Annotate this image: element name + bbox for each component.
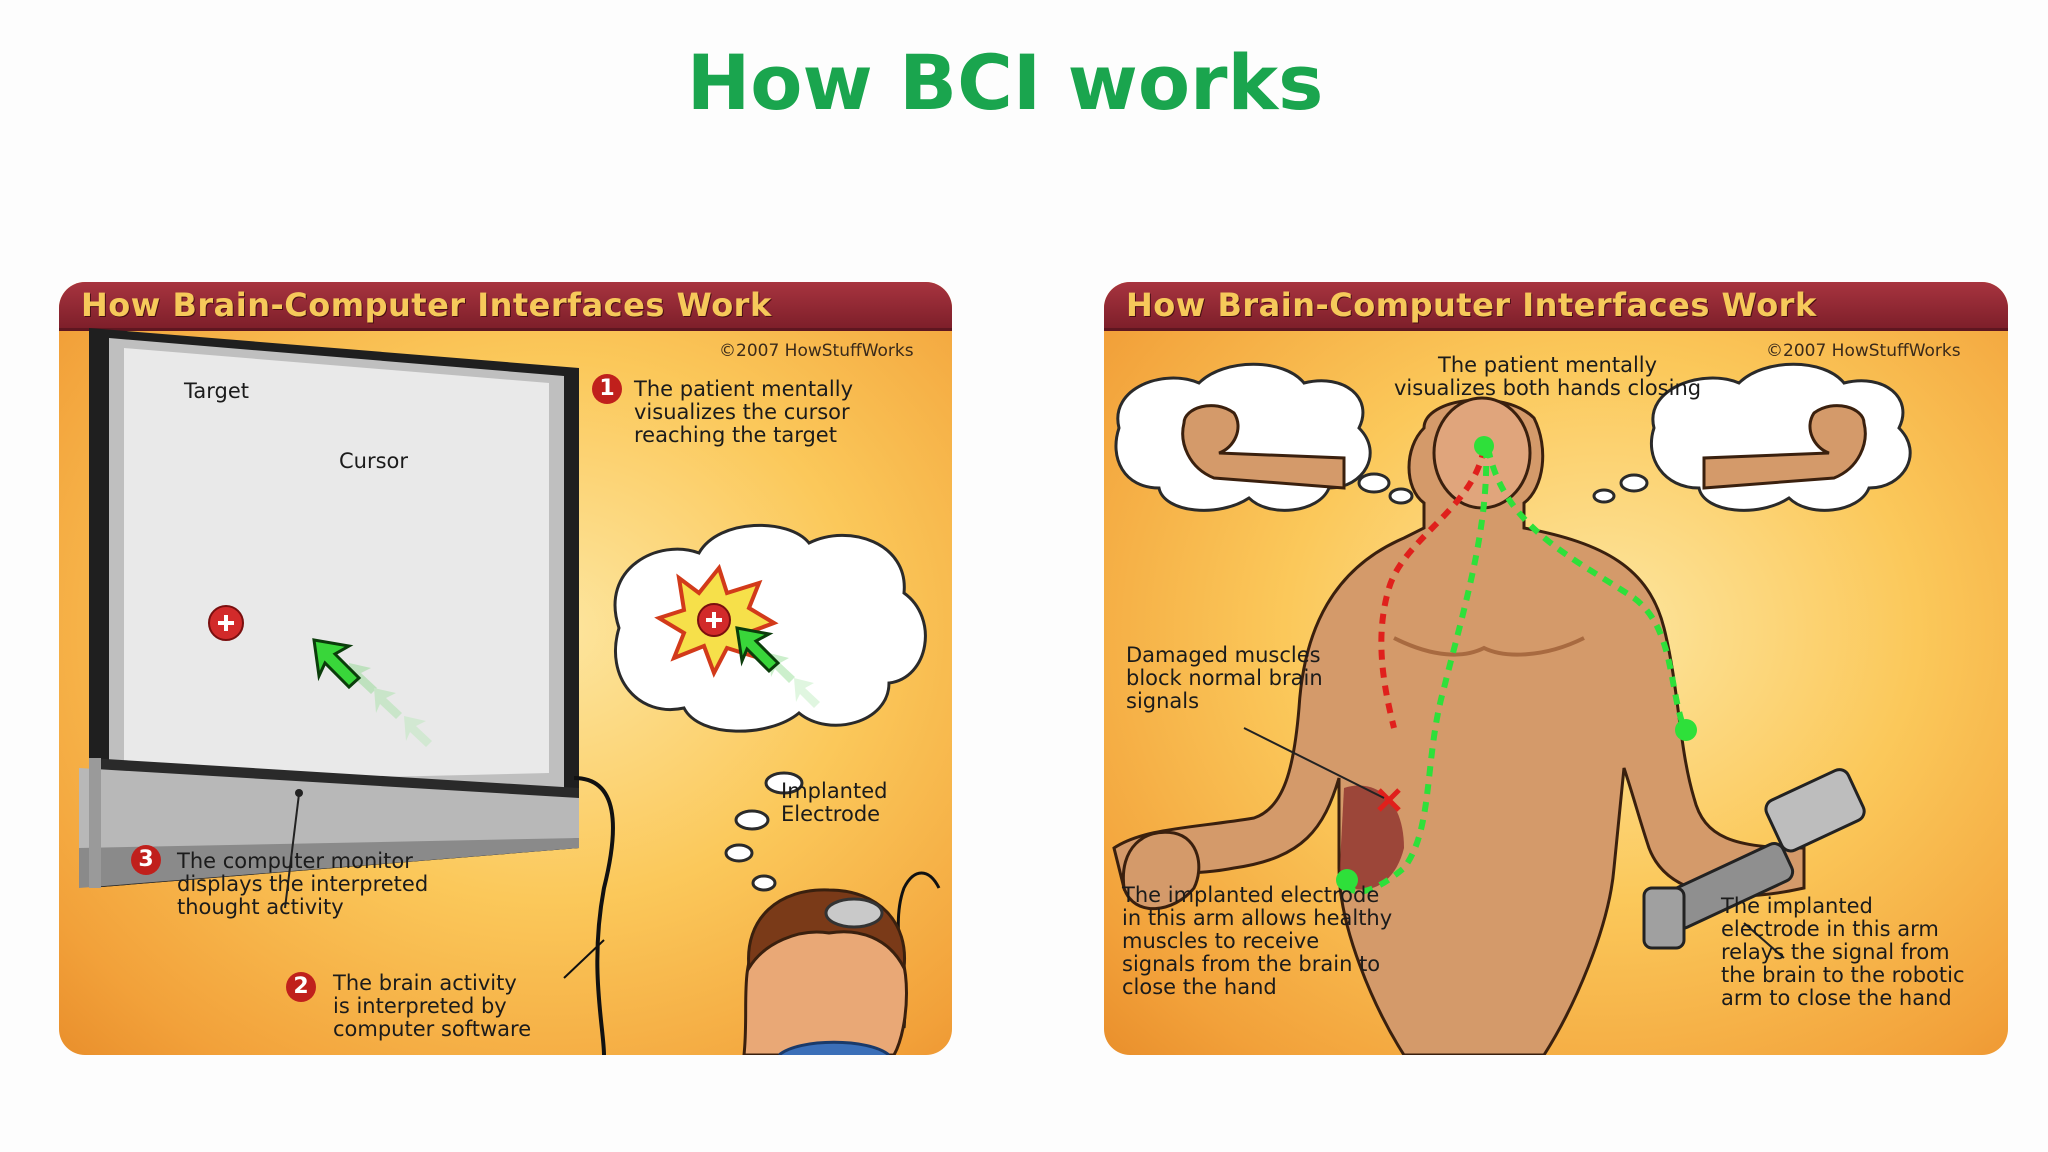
cursor-trail-icon [349, 663, 432, 747]
bci-arm-illustration: How Brain-Computer Interfaces Work [1104, 282, 2008, 1055]
visualize-text: The patient mentally visualizes both han… [1394, 353, 1702, 400]
monitor-icon [79, 328, 579, 888]
panel-banner: How Brain-Computer Interfaces Work [59, 282, 952, 331]
patient-head-icon [742, 888, 908, 1055]
brain-electrode-dot [1474, 436, 1494, 456]
copyright-text: ©2007 HowStuffWorks [1766, 341, 1961, 361]
bci-cursor-illustration: How Brain-Computer Interfaces Work [59, 282, 952, 1055]
right-electrode-text: The implanted electrode in this arm rela… [1721, 894, 1965, 1010]
step-3-text: The computer monitor displays the interp… [177, 849, 429, 919]
cursor-scene-art [79, 328, 941, 1055]
blocked-signal-path [1378, 447, 1487, 729]
blocked-x-icon [1377, 788, 1401, 812]
step-2-text: The brain activity is interpreted by com… [333, 971, 532, 1041]
damaged-muscles-text: Damaged muscles block normal brain signa… [1126, 643, 1323, 713]
slide-title: How BCI works [686, 38, 1324, 127]
step-1-text: The patient mentally visualizes the curs… [634, 377, 854, 447]
healthy-signal-path-left [1341, 447, 1490, 895]
arm-electrode-dot [1336, 869, 1358, 891]
cursor-arrow-icon [312, 638, 362, 690]
thought-cloud-icon [613, 523, 927, 892]
panel-banner: How Brain-Computer Interfaces Work [1104, 282, 2008, 331]
thought-cloud-right-icon [1592, 362, 1912, 512]
arm-scene-art [1112, 362, 1912, 1055]
step-3-badge: 3 [131, 845, 161, 875]
step-1-badge: 1 [592, 374, 622, 404]
left-electrode-text: The implanted electrode in this arm allo… [1122, 883, 1393, 999]
fist-icon [1121, 830, 1201, 911]
robot-electrode-dot [1675, 719, 1697, 741]
cursor-label: Cursor [339, 449, 409, 473]
healthy-signal-path-right [1485, 447, 1687, 730]
electrode-label: Implanted Electrode [781, 779, 888, 826]
thought-cloud-left-icon [1114, 362, 1414, 512]
banner-title: How Brain-Computer Interfaces Work [1126, 286, 1817, 324]
robotic-arm-icon [1642, 768, 1866, 950]
banner-title: How Brain-Computer Interfaces Work [81, 286, 772, 324]
target-label: Target [184, 379, 249, 403]
step-2-badge: 2 [286, 972, 316, 1002]
copyright-text: ©2007 HowStuffWorks [719, 341, 914, 361]
damaged-muscle-region [1339, 785, 1404, 890]
